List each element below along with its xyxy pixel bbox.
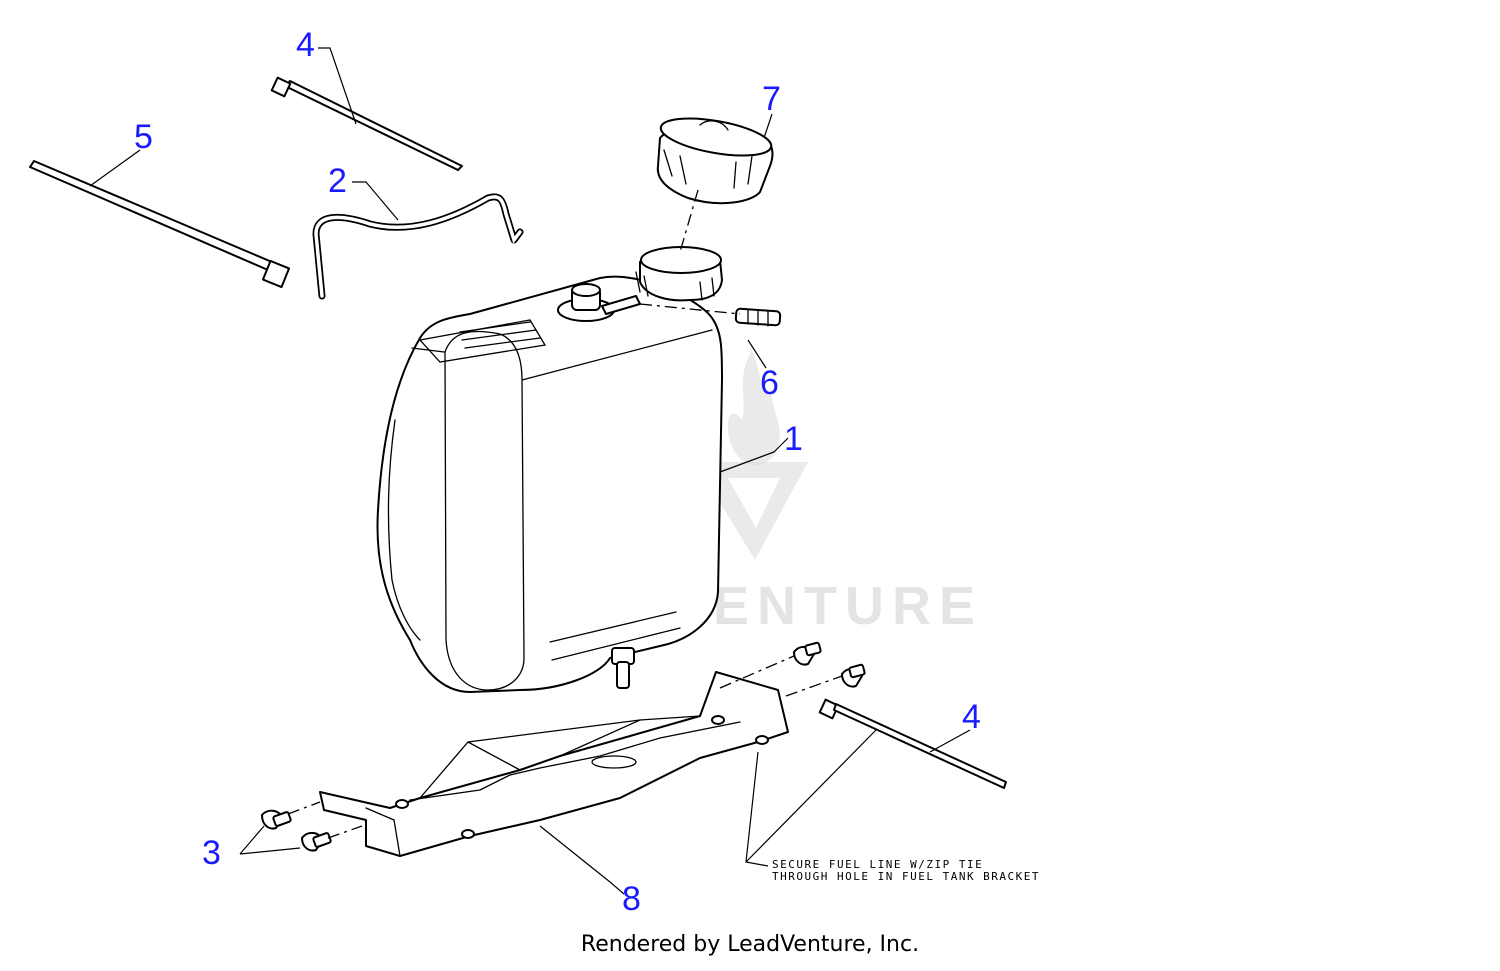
bolt-3[interactable] (793, 641, 822, 666)
callout-bolt: 3 (202, 834, 221, 872)
callout-fuel-line-clip: 2 (328, 162, 347, 200)
tank-bracket[interactable] (319, 671, 789, 857)
assembly-note: SECURE FUEL LINE W/ZIP TIE THROUGH HOLE … (772, 858, 1040, 883)
rendered-by-credit: Rendered by LeadVenture, Inc. (580, 932, 920, 957)
zip-tie-large[interactable] (29, 160, 291, 289)
callout-zip-tie-large: 5 (134, 118, 153, 156)
watermark-v-icon (695, 462, 808, 560)
callout-fitting: 6 (760, 364, 779, 402)
watermark-flame-icon (727, 350, 780, 466)
bolt-1[interactable] (261, 809, 292, 830)
alignment-lines (287, 189, 843, 839)
zip-tie-small-top[interactable] (270, 76, 463, 171)
callout-zip-tie-small-right: 4 (962, 698, 981, 736)
callout-zip-tie-small-top: 4 (296, 26, 315, 64)
zip-tie-small-right[interactable] (818, 698, 1007, 789)
fuel-line-clip[interactable] (312, 193, 524, 300)
fuel-tank[interactable] (376, 246, 723, 693)
bolt-2[interactable] (301, 832, 332, 852)
note-line-1: SECURE FUEL LINE W/ZIP TIE (772, 858, 983, 871)
fuel-cap[interactable] (656, 112, 774, 205)
bolt-4[interactable] (841, 663, 866, 688)
callout-numbers: 4 5 2 7 6 1 4 3 8 (134, 26, 981, 918)
leader-lines (89, 47, 971, 895)
note-line-2: THROUGH HOLE IN FUEL TANK BRACKET (772, 870, 1040, 883)
callout-bracket: 8 (622, 880, 641, 918)
callout-tank: 1 (784, 420, 803, 458)
callout-fuel-cap: 7 (762, 80, 781, 118)
hose-fitting[interactable] (734, 307, 782, 327)
